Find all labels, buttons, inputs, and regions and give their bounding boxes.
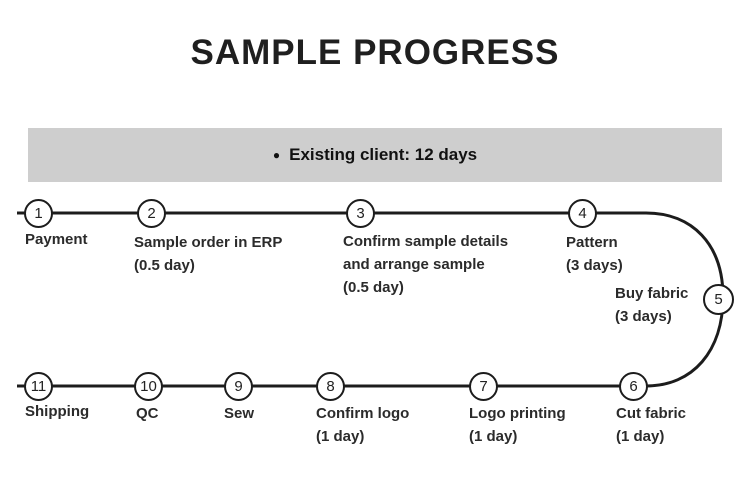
page-title: SAMPLE PROGRESS (190, 33, 560, 72)
step-number: 10 (140, 378, 157, 395)
step-label-line: Sample order in ERP (134, 234, 283, 251)
step-number: 3 (356, 205, 365, 222)
step-number: 7 (479, 378, 488, 395)
step-label-line: (1 day) (316, 428, 365, 445)
step-label-line: (0.5 day) (343, 279, 404, 296)
step-number: 8 (326, 378, 335, 395)
step-circle-10: 10 (134, 372, 163, 401)
step-label-shipping: Shipping (25, 400, 89, 423)
step-number: 11 (30, 378, 47, 395)
step-label-qc: QC (136, 402, 159, 425)
step-label-line: Cut fabric (616, 405, 687, 422)
step-label-line: Shipping (25, 403, 90, 420)
step-circle-6: 6 (619, 372, 648, 401)
step-label-sample-order: Sample order in ERP (0.5 day) (134, 231, 282, 277)
step-label-confirm-sample: Confirm sample details and arrange sampl… (343, 230, 508, 299)
step-label-cut-fabric: Cut fabric (1 day) (616, 402, 686, 448)
step-label-line: Pattern (566, 234, 618, 251)
step-label-line: Confirm sample details (343, 233, 509, 250)
step-circle-2: 2 (137, 199, 166, 228)
step-number: 5 (714, 291, 723, 308)
step-label-sew: Sew (224, 402, 254, 425)
bullet-icon: ● (272, 148, 281, 162)
step-label-line: (3 days) (566, 257, 623, 274)
step-label-payment: Payment (25, 228, 88, 251)
step-label-line: Logo printing (469, 405, 566, 422)
step-label-logo-printing: Logo printing (1 day) (469, 402, 566, 448)
step-circle-11: 11 (24, 372, 53, 401)
step-circle-8: 8 (316, 372, 345, 401)
step-label-line: and arrange sample (343, 256, 485, 273)
step-label-line: (1 day) (469, 428, 518, 445)
step-label-line: Buy fabric (615, 285, 689, 302)
step-circle-4: 4 (568, 199, 597, 228)
step-label-line: (1 day) (616, 428, 665, 445)
step-number: 1 (34, 205, 43, 222)
step-number: 9 (234, 378, 243, 395)
step-circle-9: 9 (224, 372, 253, 401)
step-label-buy-fabric: Buy fabric (3 days) (615, 282, 688, 328)
step-label-pattern: Pattern (3 days) (566, 231, 623, 277)
step-label-line: QC (136, 405, 159, 422)
step-label-line: (0.5 day) (134, 257, 195, 274)
existing-client-banner: ● Existing client: 12 days (28, 128, 722, 182)
step-label-line: Confirm logo (316, 405, 410, 422)
banner-text: Existing client: 12 days (289, 145, 478, 164)
step-number: 4 (578, 205, 587, 222)
step-circle-3: 3 (346, 199, 375, 228)
step-circle-5: 5 (703, 284, 734, 315)
step-circle-7: 7 (469, 372, 498, 401)
step-label-confirm-logo: Confirm logo (1 day) (316, 402, 409, 448)
step-label-line: (3 days) (615, 308, 672, 325)
step-number: 2 (147, 205, 156, 222)
step-label-line: Sew (224, 405, 255, 422)
step-label-line: Payment (25, 231, 88, 248)
step-number: 6 (629, 378, 638, 395)
step-circle-1: 1 (24, 199, 53, 228)
